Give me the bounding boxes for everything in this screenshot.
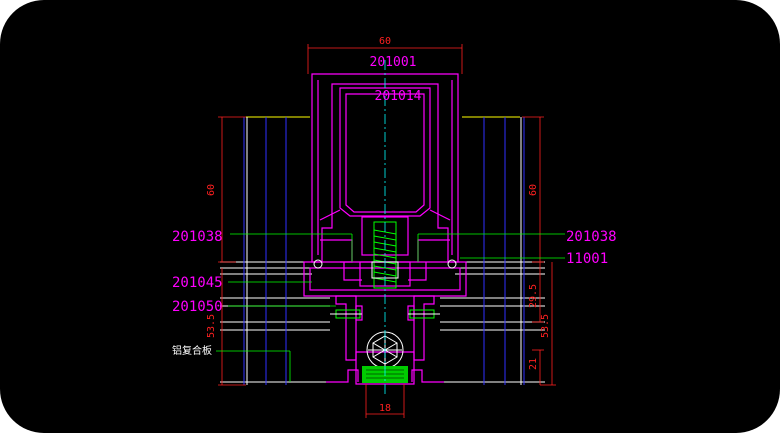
dim-right-small: 21 [528,358,539,370]
label-left-clip: 201038 [172,229,223,245]
glazing-seals [330,309,440,319]
label-cover: 201050 [172,299,223,315]
dimension-lines [218,44,556,418]
dim-bottom-width: 18 [379,403,391,414]
dim-left-height: 60 [206,184,217,196]
label-right-clip: 201038 [566,229,617,245]
right-mullion-edges [483,117,525,385]
dim-top-width: 60 [379,36,391,47]
left-glass-panel [220,261,340,383]
dim-left-lower: 53.5 [206,314,217,338]
dim-right-mid: 29.5 [528,284,539,308]
label-right-bracket: 11001 [566,251,608,267]
label-pressure-plate: 201045 [172,275,223,291]
right-glass-panel [430,261,545,383]
leader-lines [216,233,565,382]
label-inner-profile: 201014 [375,89,422,104]
dim-right-height: 60 [528,184,539,196]
inner-profile-201014 [319,87,451,221]
pressure-plates [326,295,444,383]
left-mullion-edges [243,117,287,385]
side-screws [313,259,457,269]
dim-right-lower: 53.5 [540,314,551,338]
bottom-cover-cap [355,351,415,385]
label-panel-note: 铝复合板 [172,344,212,357]
label-outer-profile: 201001 [370,55,417,70]
